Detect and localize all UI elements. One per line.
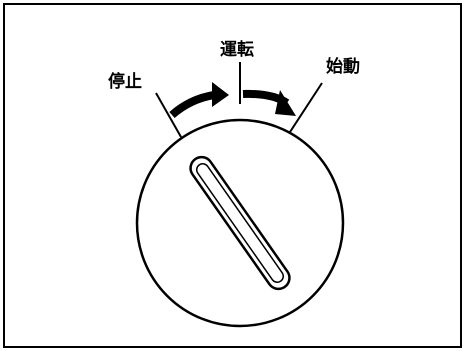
arrow-stop-to-run-icon <box>169 82 229 119</box>
knob-grip <box>189 155 291 291</box>
label-stop: 停止 <box>108 71 142 92</box>
arrow-run-to-start-icon <box>242 89 296 116</box>
start-indicator-line <box>289 82 323 133</box>
stop-indicator-line <box>155 92 182 138</box>
label-start: 始動 <box>326 56 360 77</box>
label-run: 運転 <box>220 39 254 60</box>
